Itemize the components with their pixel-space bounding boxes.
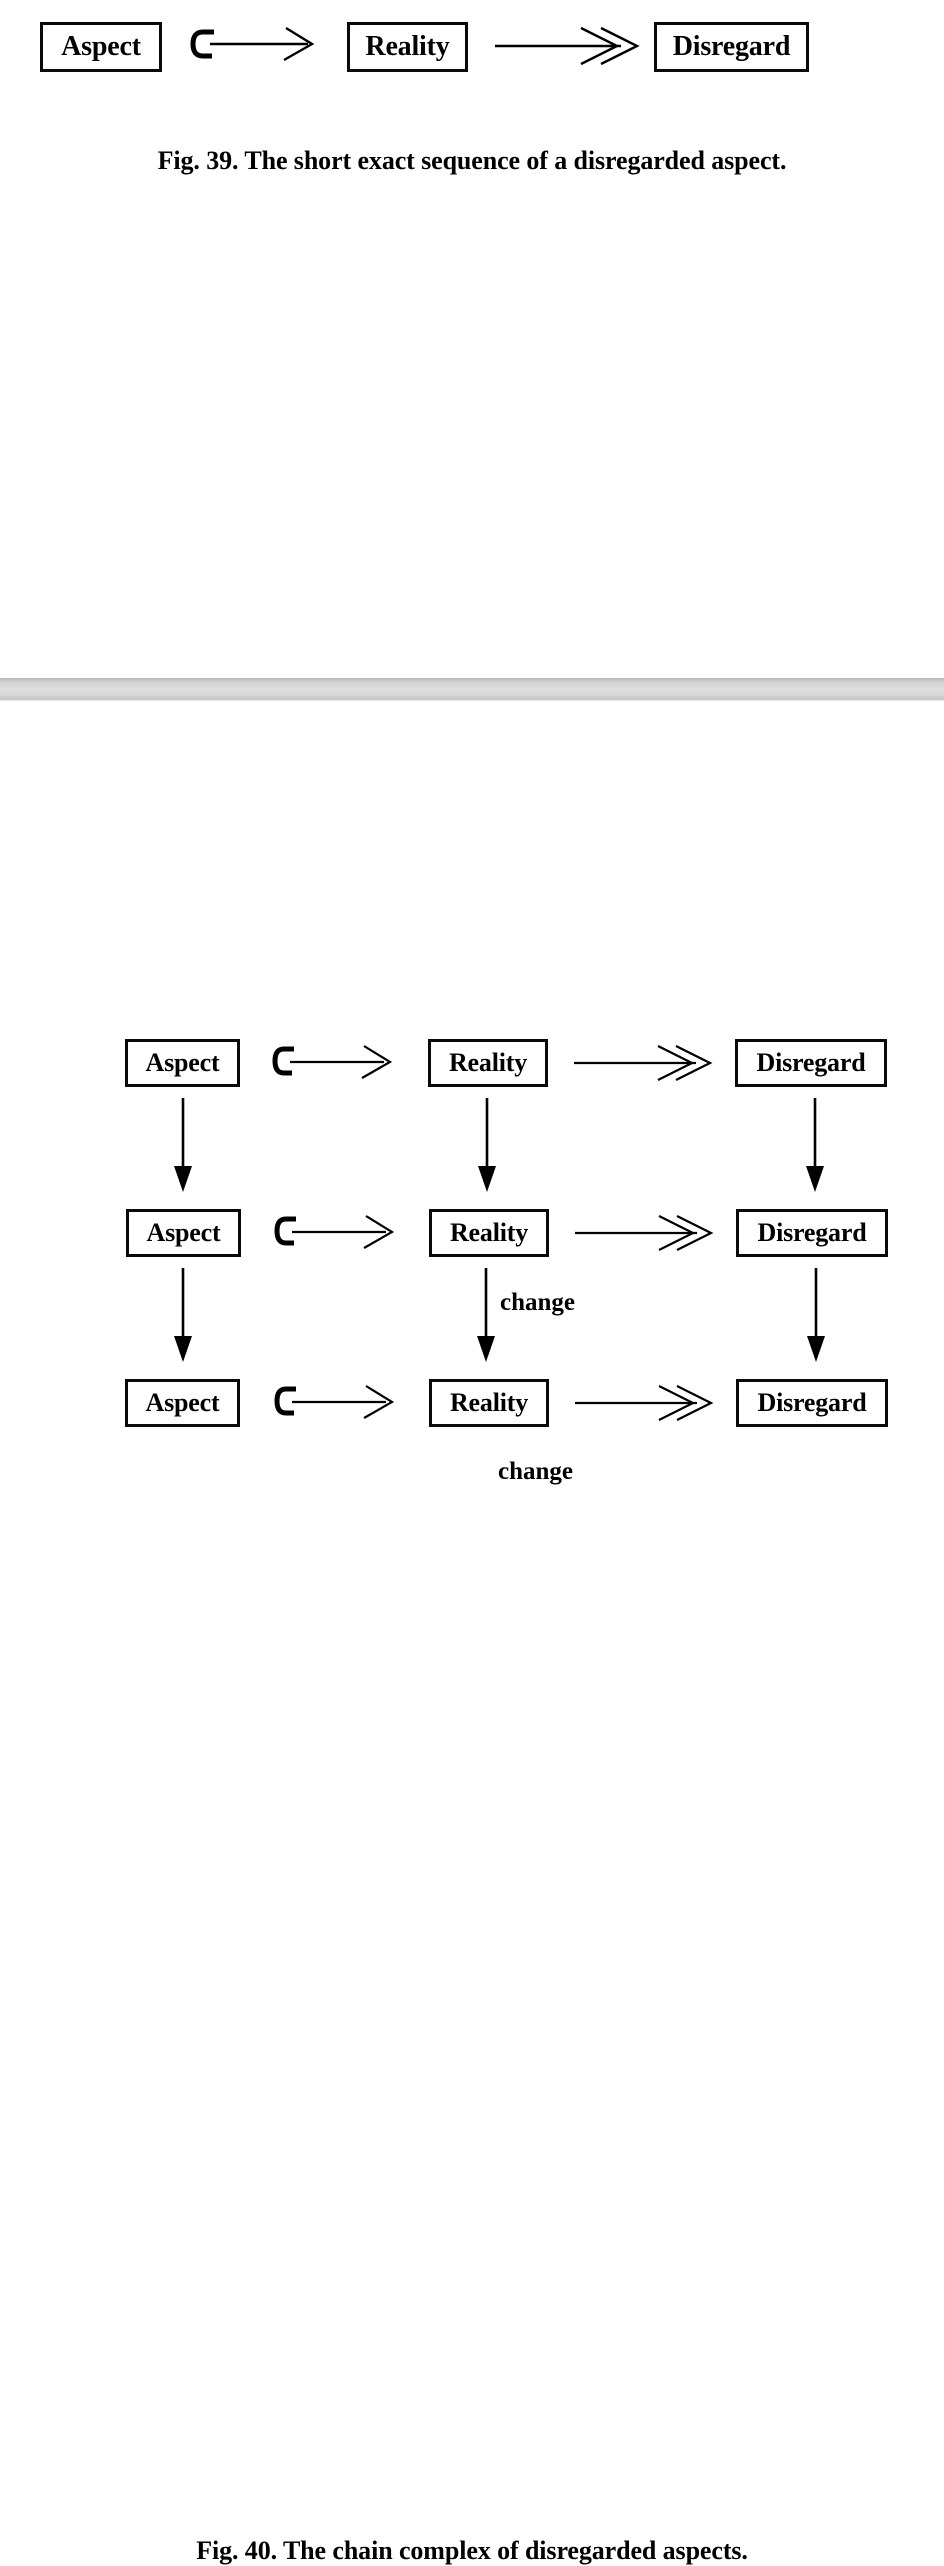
fig40-diagram: Aspect Reality Disregard Aspect (0, 1000, 944, 1470)
hooked-arrow-icon (190, 26, 315, 62)
double-headed-arrow-icon (575, 1385, 714, 1421)
down-arrow-icon-reality-2 (477, 1268, 495, 1362)
down-arrow-icon-disregard-2 (807, 1268, 825, 1362)
change-label-1: change (500, 1289, 575, 1316)
hooked-arrow-icon (274, 1385, 395, 1419)
page-break-band (0, 678, 944, 701)
fig40-node-reality-row1: Reality (428, 1039, 548, 1087)
fig40-node-disregard-row1: Disregard (735, 1039, 887, 1087)
fig39-node-aspect: Aspect (40, 22, 162, 72)
fig39-node-disregard: Disregard (654, 22, 809, 72)
fig39-node-reality: Reality (347, 22, 468, 72)
double-headed-arrow-icon (574, 1045, 713, 1081)
fig40-node-reality-row3: Reality (429, 1379, 549, 1427)
hooked-arrow-icon (272, 1045, 393, 1079)
figure-40: Aspect Reality Disregard Aspect (0, 1000, 944, 2565)
fig40-node-aspect-row2: Aspect (126, 1209, 241, 1257)
fig40-node-disregard-row3: Disregard (736, 1379, 888, 1427)
down-arrow-icon-reality-1 (478, 1098, 496, 1192)
double-headed-arrow-icon (575, 1215, 714, 1251)
fig40-node-aspect-row3: Aspect (125, 1379, 240, 1427)
double-headed-arrow-icon (495, 26, 640, 66)
fig39-caption: Fig. 39. The short exact sequence of a d… (157, 146, 787, 175)
fig40-node-aspect-row1: Aspect (125, 1039, 240, 1087)
down-arrow-icon-aspect-1 (174, 1098, 192, 1192)
fig39-diagram: Aspect Reality Disregard (0, 0, 944, 110)
fig40-node-reality-row2: Reality (429, 1209, 549, 1257)
down-arrow-icon-aspect-2 (174, 1268, 192, 1362)
figure-39: Aspect Reality Disregard Fig. 39. The sh… (0, 0, 944, 175)
fig40-caption: Fig. 40. The chain complex of disregarde… (196, 2536, 748, 2565)
fig40-node-disregard-row2: Disregard (736, 1209, 888, 1257)
hooked-arrow-icon (274, 1215, 395, 1249)
change-label-2: change (498, 1458, 573, 1485)
down-arrow-icon-disregard-1 (806, 1098, 824, 1192)
